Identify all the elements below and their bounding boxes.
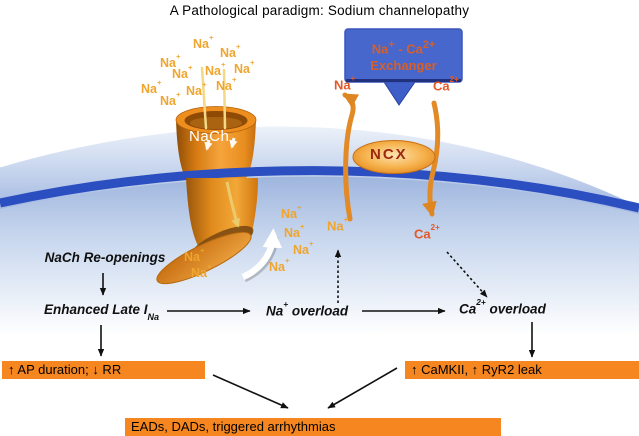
extracellular-ca-label: Ca2+ xyxy=(433,74,459,94)
callout-line2: Exchanger xyxy=(370,58,437,74)
sodium-channel-upper xyxy=(175,106,257,185)
box-eads-dads: EADs, DADs, triggered arrhythmias xyxy=(125,418,501,436)
ncx-ca-in-arrow xyxy=(422,100,441,217)
cell-interior xyxy=(0,175,639,335)
ncx-exchanger-label: NCX xyxy=(370,146,408,163)
na-ion-label: Na+ xyxy=(216,75,237,94)
exchanger-callout-bubble xyxy=(344,28,463,106)
ncx-na-out-arrow xyxy=(342,92,360,222)
na-ion-label: Na+ xyxy=(293,239,314,258)
na-ion-label: Na+ xyxy=(184,246,205,265)
nach-channel-label: NaCh xyxy=(189,128,230,145)
box-camkii-ryr2: ↑ CaMKII, ↑ RyR2 leak xyxy=(405,361,639,379)
reopening-curved-arrow xyxy=(241,228,283,283)
membrane-inner-stripe xyxy=(0,166,639,213)
channel-down-arrows xyxy=(204,137,238,151)
sodium-channel-lower xyxy=(156,178,258,285)
extracellular-na-label: Na+ xyxy=(334,73,356,93)
arrow-camkii-box-to-eads xyxy=(327,367,398,409)
exchanger-callout-text: Na+ - Ca2+ Exchanger xyxy=(345,37,462,74)
na-flux-lines xyxy=(200,66,227,130)
flowchart-arrows xyxy=(97,249,536,409)
na-ion-label: Na+ xyxy=(160,52,181,71)
arrow-ap-box-to-eads xyxy=(212,374,289,409)
na-ion-label: Na+ xyxy=(234,58,255,77)
callout-line1: Na+ - Ca2+ xyxy=(371,39,436,57)
dotted-arrow-ca-to-ca-overload xyxy=(446,251,488,298)
intracellular-na-label: Na+ xyxy=(327,214,349,234)
na-ion-label: Na+ xyxy=(186,80,207,99)
box-ap-duration: ↑ AP duration; ↓ RR xyxy=(2,361,205,379)
channel-open-flap xyxy=(156,231,252,285)
intracellular-ca-label: Ca2+ xyxy=(414,222,440,242)
label-enhanced-late-ina: Enhanced Late INa xyxy=(44,302,160,322)
label-nach-reopenings: NaCh Re-openings xyxy=(44,250,166,265)
na-ion-label: Na+ xyxy=(269,256,290,275)
na-ion-label: Na+ xyxy=(220,42,241,61)
ncx-exchanger-body xyxy=(352,140,436,174)
figure-title: A Pathological paradigm: Sodium channelo… xyxy=(169,3,470,18)
na-ion-label: Na+ xyxy=(172,63,193,82)
na-ion-label: Na+ xyxy=(160,90,181,109)
na-ion-label: Na+ xyxy=(141,78,162,97)
membrane-top-highlight xyxy=(0,123,639,207)
na-ion-label: Na+ xyxy=(205,60,226,79)
na-ion-label: Na+ xyxy=(193,33,214,52)
na-ion-label: Na+ xyxy=(281,203,302,222)
na-flux-down-arrow xyxy=(225,181,240,228)
na-ion-label: Na+ xyxy=(284,222,305,241)
label-na-overload: Na+ overload xyxy=(266,298,349,319)
na-ion-label: Na+ xyxy=(191,262,212,281)
label-ca-overload: Ca2+ overload xyxy=(459,296,546,317)
